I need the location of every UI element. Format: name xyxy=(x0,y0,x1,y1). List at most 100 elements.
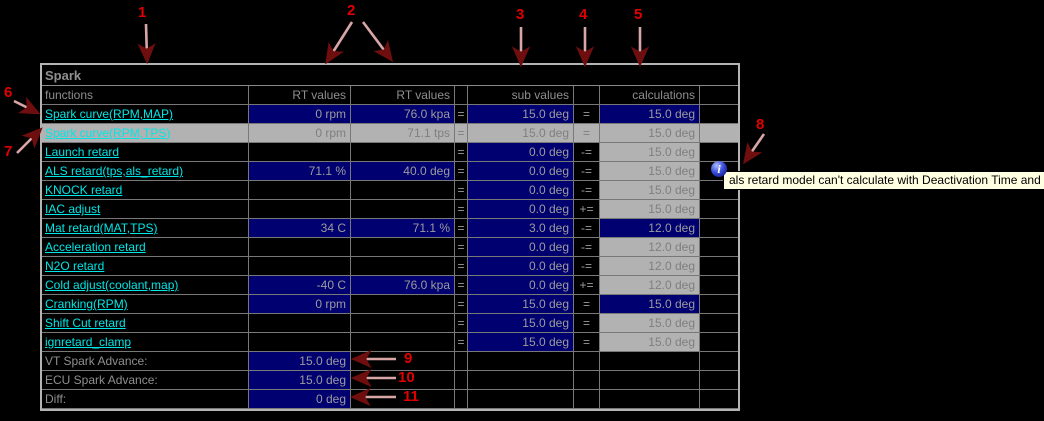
calculation-cell: 15.0 deg xyxy=(600,181,700,200)
function-link[interactable]: Spark curve(RPM,TPS) xyxy=(45,126,171,140)
status-cell xyxy=(700,314,738,333)
table-row: IAC adjust=0.0 deg+=15.0 deg xyxy=(42,200,738,219)
operator-cell: = xyxy=(574,314,600,333)
annotation-number-10: 10 xyxy=(398,369,415,386)
equals-cell: = xyxy=(455,333,468,352)
calculation-cell xyxy=(600,371,700,390)
equals-cell: = xyxy=(455,276,468,295)
table-row: KNOCK retard=0.0 deg-=15.0 deg xyxy=(42,181,738,200)
status-cell xyxy=(700,105,738,124)
col-header-rt-values-1: RT values xyxy=(249,86,351,105)
rt-value-1-cell xyxy=(249,200,351,219)
sub-value-cell xyxy=(468,371,574,390)
annotation-arrow-1 xyxy=(137,23,156,65)
function-link[interactable]: Shift Cut retard xyxy=(45,316,126,330)
equals-cell: = xyxy=(455,219,468,238)
summary-label: Diff: xyxy=(42,390,249,409)
calculation-cell xyxy=(600,390,700,409)
rt-value-1-cell: -40 C xyxy=(249,276,351,295)
function-cell: ALS retard(tps,als_retard) xyxy=(42,162,249,181)
summary-value-cell: 15.0 deg xyxy=(249,371,351,390)
operator-cell: -= xyxy=(574,238,600,257)
status-cell xyxy=(700,352,738,371)
spark-table: Spark functions RT values RT values sub … xyxy=(40,63,740,411)
table-title: Spark xyxy=(42,65,738,86)
function-link[interactable]: N2O retard xyxy=(45,259,105,273)
sub-value-cell: 0.0 deg xyxy=(468,143,574,162)
function-link[interactable]: IAC adjust xyxy=(45,202,101,216)
function-link[interactable]: Cranking(RPM) xyxy=(45,297,128,311)
sub-value-cell: 0.0 deg xyxy=(468,257,574,276)
rt-value-1-cell: 0 rpm xyxy=(249,124,351,143)
rt-value-2-cell xyxy=(351,333,455,352)
annotation-number-8: 8 xyxy=(756,116,765,133)
rt-value-1-cell xyxy=(249,257,351,276)
sub-value-cell: 0.0 deg xyxy=(468,162,574,181)
function-link[interactable]: Spark curve(RPM,MAP) xyxy=(45,107,174,121)
function-cell: Spark curve(RPM,TPS) xyxy=(42,124,249,143)
rt-value-1-cell xyxy=(249,238,351,257)
calculation-cell: 15.0 deg xyxy=(600,162,700,181)
function-link[interactable]: ignretard_clamp xyxy=(45,335,132,349)
sub-value-cell xyxy=(468,352,574,371)
equals-cell: = xyxy=(455,181,468,200)
status-cell xyxy=(700,219,738,238)
calculation-cell: 12.0 deg xyxy=(600,276,700,295)
status-cell xyxy=(700,276,738,295)
rt-value-2-cell xyxy=(351,257,455,276)
calculation-cell: 15.0 deg xyxy=(600,124,700,143)
equals-cell: = xyxy=(455,295,468,314)
rt-value-2-cell: 71.1 tps xyxy=(351,124,455,143)
annotation-number-2: 2 xyxy=(347,2,356,19)
calculation-cell: 15.0 deg xyxy=(600,105,700,124)
function-link[interactable]: Mat retard(MAT,TPS) xyxy=(45,221,158,235)
status-cell xyxy=(700,143,738,162)
table-header-row: functions RT values RT values sub values… xyxy=(42,86,738,105)
sub-value-cell: 15.0 deg xyxy=(468,124,574,143)
rt-value-1-cell xyxy=(249,181,351,200)
sub-value-cell: 15.0 deg xyxy=(468,314,574,333)
rt-value-2-cell xyxy=(351,143,455,162)
function-link[interactable]: Cold adjust(coolant,map) xyxy=(45,278,179,292)
rt-value-2-cell xyxy=(351,238,455,257)
function-link[interactable]: KNOCK retard xyxy=(45,183,123,197)
rt-value-2-cell xyxy=(351,371,455,390)
annotation-number-11: 11 xyxy=(403,388,419,405)
calculation-cell: 15.0 deg xyxy=(600,314,700,333)
annotation-number-7: 7 xyxy=(4,143,13,160)
function-link[interactable]: Acceleration retard xyxy=(45,240,146,254)
calculation-cell: 12.0 deg xyxy=(600,219,700,238)
summary-value-cell: 15.0 deg xyxy=(249,352,351,371)
calculation-cell: 15.0 deg xyxy=(600,143,700,162)
equals-cell xyxy=(455,390,468,409)
sub-value-cell: 15.0 deg xyxy=(468,105,574,124)
status-cell xyxy=(700,390,738,409)
rt-value-1-cell: 0 rpm xyxy=(249,105,351,124)
rt-value-2-cell xyxy=(351,295,455,314)
annotation-number-6: 6 xyxy=(4,84,13,101)
summary-row: VT Spark Advance:15.0 deg xyxy=(42,352,738,371)
status-cell xyxy=(700,200,738,219)
equals-cell: = xyxy=(455,238,468,257)
function-cell: Spark curve(RPM,MAP) xyxy=(42,105,249,124)
rt-value-2-cell: 76.0 kpa xyxy=(351,105,455,124)
sub-value-cell: 0.0 deg xyxy=(468,181,574,200)
function-link[interactable]: Launch retard xyxy=(45,145,120,159)
status-cell xyxy=(700,181,738,200)
rt-value-1-cell: 71.1 % xyxy=(249,162,351,181)
summary-label: ECU Spark Advance: xyxy=(42,371,249,390)
function-cell: Launch retard xyxy=(42,143,249,162)
annotation-arrow-6 xyxy=(13,96,41,115)
function-link[interactable]: ALS retard(tps,als_retard) xyxy=(45,164,184,178)
equals-cell xyxy=(455,352,468,371)
info-icon[interactable]: i xyxy=(711,161,727,177)
rt-value-2-cell xyxy=(351,200,455,219)
operator-cell xyxy=(574,352,600,371)
rt-value-2-cell: 40.0 deg xyxy=(351,162,455,181)
sub-value-cell: 0.0 deg xyxy=(468,276,574,295)
